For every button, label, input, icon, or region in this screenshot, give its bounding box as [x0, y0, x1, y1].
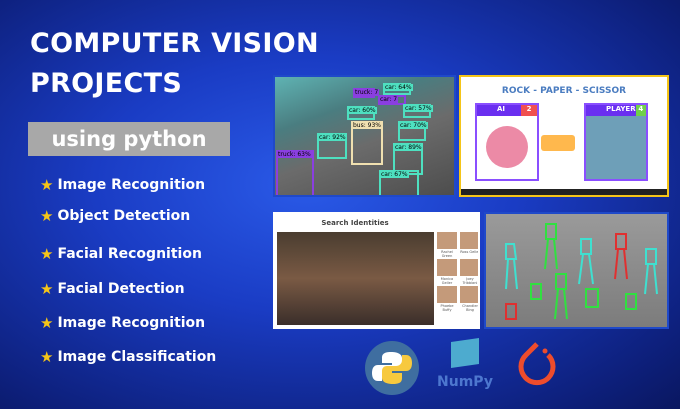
- identity-card: Monica Geller: [437, 259, 457, 285]
- fist-icon: [486, 126, 528, 168]
- identity-name: Chandler Bing: [462, 304, 478, 312]
- star-icon: ★: [40, 207, 54, 225]
- feature-label: Image Recognition: [57, 177, 206, 193]
- ai-score: 2: [521, 105, 537, 116]
- python-icon: [372, 352, 412, 384]
- ai-card: AI 2: [475, 103, 539, 181]
- detection-box: truck: 7: [353, 88, 380, 98]
- star-icon: ★: [40, 280, 54, 298]
- identity-card: Joey Tribbiani: [460, 259, 478, 285]
- detection-label: car: 64%: [384, 84, 413, 91]
- detection-label: truck: 63%: [277, 151, 312, 158]
- detection-label: car: 57%: [404, 105, 433, 112]
- feature-label: Facial Detection: [57, 281, 185, 297]
- star-icon: ★: [40, 176, 54, 194]
- ai-label: AI: [497, 105, 506, 113]
- detection-box: truck: 63%: [276, 150, 314, 195]
- title-line-1: COMPUTER VISION: [30, 28, 319, 59]
- identity-name: Rachel Green: [441, 250, 453, 258]
- feature-item: ★Image Classification: [40, 348, 216, 366]
- identity-card: Rachel Green: [437, 232, 457, 258]
- feature-item: ★Facial Recognition: [40, 245, 202, 263]
- identity-name: Joey Tribbiani: [462, 277, 478, 285]
- detection-box: car: 60%: [347, 106, 377, 120]
- pose-estimation-image: [484, 212, 669, 329]
- feature-item: ★Image Recognition: [40, 176, 205, 194]
- feature-label: Image Classification: [57, 349, 217, 365]
- detection-label: car: 70%: [399, 122, 428, 129]
- python-logo: [365, 341, 419, 395]
- rps-title: ROCK - PAPER - SCISSOR: [501, 86, 627, 96]
- detection-label: car: 92%: [318, 134, 347, 141]
- detection-box: car: 64%: [383, 83, 413, 95]
- star-icon: ★: [40, 348, 54, 366]
- identity-name: Ross Geller: [460, 250, 480, 254]
- identity-grid: Rachel Green Ross Geller Monica Geller J…: [437, 232, 480, 312]
- detection-label: truck: 7: [354, 89, 380, 96]
- numpy-logo: NumPy: [437, 338, 493, 400]
- feature-label: Image Recognition: [57, 315, 206, 331]
- identity-card: Chandler Bing: [460, 286, 478, 312]
- detection-label: car: 89%: [394, 144, 423, 151]
- detection-box: bus: 93%: [351, 121, 383, 165]
- detection-label: car: 67%: [380, 171, 409, 178]
- feature-item: ★Image Recognition: [40, 314, 205, 332]
- detection-box: car: 92%: [317, 133, 347, 159]
- feature-item: ★Object Detection: [40, 207, 190, 225]
- taskbar: [461, 189, 667, 195]
- numpy-cube-icon: [451, 338, 479, 368]
- player-label: PLAYER: [606, 105, 636, 113]
- identity-name: Phoebe Buffy: [440, 304, 454, 312]
- pose-skeletons: [505, 223, 658, 320]
- detection-box: car: 70%: [398, 121, 428, 141]
- search-identities-heading: Search Identities: [321, 219, 389, 227]
- star-icon: ★: [40, 245, 54, 263]
- pytorch-icon: [518, 342, 556, 386]
- detection-box: car: 7: [378, 95, 406, 105]
- player-score: 4: [635, 105, 646, 116]
- detection-box: car: 57%: [403, 104, 433, 118]
- numpy-wordmark: NumPy: [437, 374, 493, 390]
- star-icon: ★: [40, 314, 54, 332]
- identity-card: Ross Geller: [460, 232, 480, 258]
- object-detection-image: car: 64% truck: 7 car: 7 car: 60% bus: 9…: [273, 75, 456, 197]
- subtitle-badge: using python: [28, 122, 230, 156]
- result-box: [541, 135, 575, 151]
- group-photo: [277, 232, 434, 325]
- title-line-2: PROJECTS: [30, 68, 183, 99]
- page-title: COMPUTER VISION PROJECTS: [30, 24, 319, 104]
- detection-label: bus: 93%: [352, 122, 383, 129]
- feature-label: Facial Recognition: [57, 246, 202, 262]
- detection-label: car: 60%: [348, 107, 377, 114]
- face-recognition-image: Search Identities Rachel Green Ross Gell…: [273, 212, 480, 329]
- feature-label: Object Detection: [57, 208, 191, 224]
- webcam-feed: [586, 116, 646, 179]
- detection-box: car: 67%: [379, 170, 419, 195]
- detection-label: car: 7: [379, 96, 399, 103]
- pytorch-logo: [514, 340, 560, 390]
- identity-card: Phoebe Buffy: [437, 286, 457, 312]
- identity-name: Monica Geller: [440, 277, 454, 285]
- feature-item: ★Facial Detection: [40, 280, 185, 298]
